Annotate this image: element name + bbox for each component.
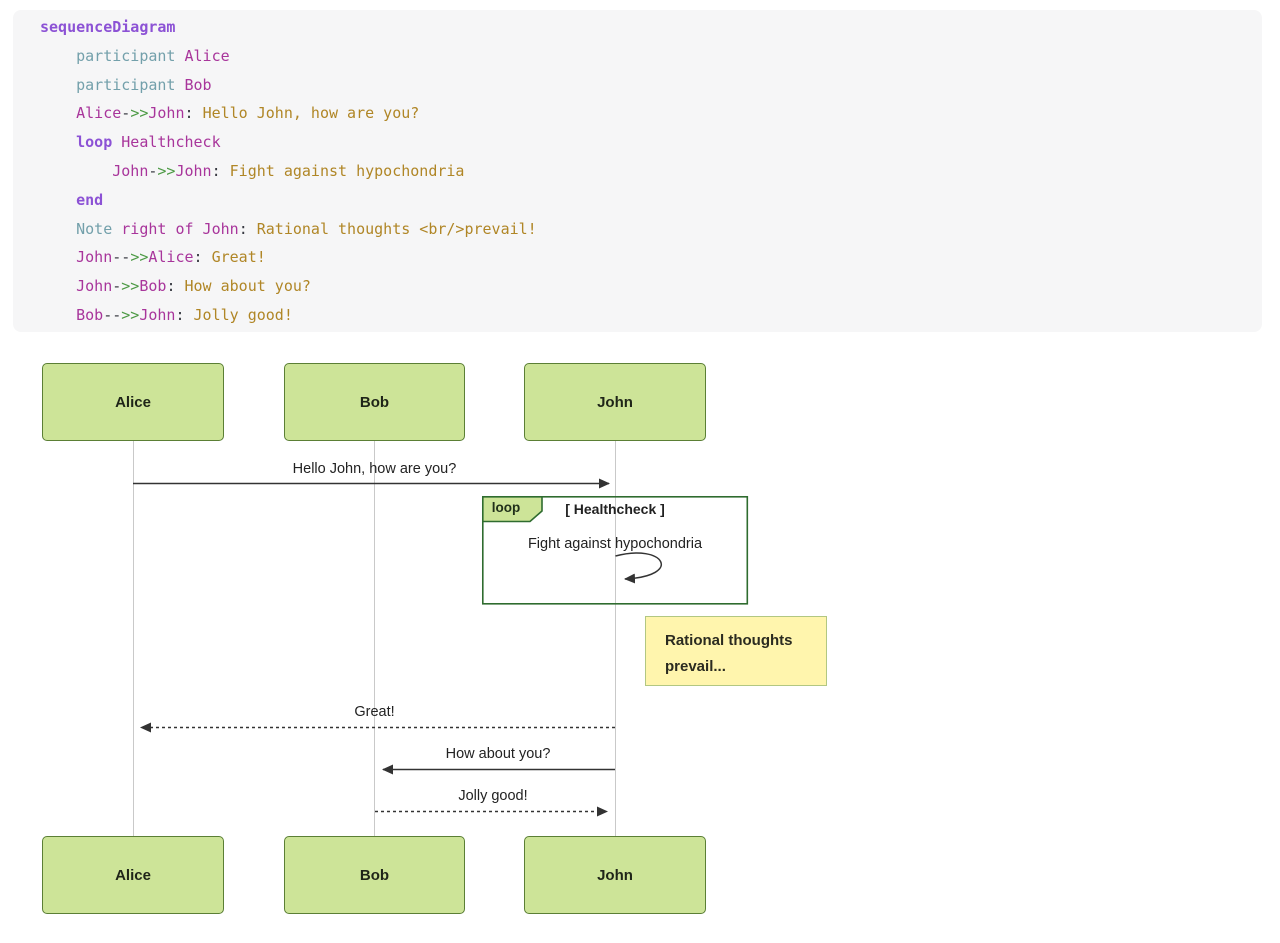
code-token: >> bbox=[130, 104, 149, 123]
code-line: John->>John: Fight against hypochondria bbox=[40, 157, 1242, 186]
actor-label-alice: Alice bbox=[115, 866, 151, 884]
code-token: end bbox=[76, 190, 104, 209]
code-line: Alice->>John: Hello John, how are you? bbox=[40, 99, 1242, 128]
actor-box-bob-bottom: Bob bbox=[284, 836, 465, 914]
code-token: : bbox=[166, 277, 185, 296]
loop-message: Fight against hypochondria bbox=[527, 536, 703, 552]
code-token: Bob bbox=[76, 305, 104, 324]
actor-box-bob-top: Bob bbox=[284, 363, 465, 441]
code-token: sequenceDiagram bbox=[40, 18, 176, 36]
actor-label-alice: Alice bbox=[115, 393, 151, 411]
code-token: Alice bbox=[148, 248, 194, 267]
code-token: participant bbox=[76, 75, 176, 94]
code-line: Note right of John: Rational thoughts <b… bbox=[40, 215, 1242, 244]
code-token: >> bbox=[121, 277, 140, 296]
actor-box-john-bottom: John bbox=[524, 836, 706, 914]
code-token: -- bbox=[112, 248, 131, 267]
code-token: Great! bbox=[211, 248, 266, 267]
code-token: >> bbox=[121, 305, 140, 324]
message-label-hello: Hello John, how are you? bbox=[292, 461, 457, 477]
code-token: - bbox=[121, 104, 131, 123]
code-token: loop bbox=[76, 133, 113, 152]
code-token: >> bbox=[157, 161, 176, 180]
code-token: : bbox=[238, 219, 257, 238]
code-line: participant Bob bbox=[40, 71, 1242, 100]
code-token: Hello John, how are you? bbox=[202, 104, 420, 123]
code-token: John bbox=[139, 305, 176, 324]
actor-label-john: John bbox=[597, 866, 633, 884]
code-line: Bob-->>John: Jolly good! bbox=[40, 301, 1242, 330]
code-line: end bbox=[40, 186, 1242, 215]
code-token: : bbox=[193, 248, 212, 267]
code-token: : bbox=[175, 305, 194, 324]
code-line: John-->>Alice: Great! bbox=[40, 243, 1242, 272]
loop-tab bbox=[481, 495, 543, 523]
note-text-line1: Rational thoughts bbox=[665, 632, 793, 649]
loop-badge: loop bbox=[491, 500, 521, 515]
code-token: John bbox=[175, 161, 212, 180]
actor-label-bob: Bob bbox=[359, 866, 390, 884]
code-token: participant bbox=[76, 46, 176, 65]
code-token: John bbox=[76, 277, 113, 296]
code-token: John bbox=[112, 161, 149, 180]
arrow-self-loop bbox=[615, 552, 662, 584]
note-box: Rational thoughts prevail... bbox=[645, 616, 827, 686]
code-token: - bbox=[148, 161, 158, 180]
message-label-great: Great! bbox=[354, 704, 395, 720]
actor-box-alice-bottom: Alice bbox=[42, 836, 224, 914]
code-lines: sequenceDiagram participant Alice partic… bbox=[40, 13, 1242, 330]
code-token: Jolly good! bbox=[193, 305, 293, 324]
actor-label-john: John bbox=[597, 393, 633, 411]
actor-box-alice-top: Alice bbox=[42, 363, 224, 441]
code-token: Note bbox=[76, 219, 113, 238]
code-token: How about you? bbox=[184, 277, 311, 296]
actor-box-john-top: John bbox=[524, 363, 706, 441]
message-label-how-about: How about you? bbox=[445, 746, 551, 762]
code-token: John bbox=[76, 248, 113, 267]
code-token: Healthcheck bbox=[121, 133, 221, 152]
code-line: loop Healthcheck bbox=[40, 128, 1242, 157]
code-block: sequenceDiagram participant Alice partic… bbox=[13, 10, 1262, 332]
code-token: : bbox=[211, 161, 230, 180]
code-token: - bbox=[112, 277, 122, 296]
code-token: -- bbox=[103, 305, 122, 324]
code-token: John bbox=[148, 104, 185, 123]
code-line: sequenceDiagram bbox=[40, 13, 1242, 42]
note-text-line2: prevail... bbox=[665, 658, 726, 675]
code-token: right of John bbox=[121, 219, 239, 238]
loop-frame bbox=[481, 495, 749, 605]
loop-title: [ Healthcheck ] bbox=[565, 501, 665, 517]
code-token: : bbox=[184, 104, 203, 123]
actor-label-bob: Bob bbox=[359, 393, 390, 411]
code-token: Alice bbox=[76, 104, 122, 123]
code-token: Fight against hypochondria bbox=[229, 161, 465, 180]
message-label-jolly: Jolly good! bbox=[458, 788, 528, 804]
code-token: Rational thoughts <br/>prevail! bbox=[256, 219, 537, 238]
code-line: John->>Bob: How about you? bbox=[40, 272, 1242, 301]
code-token: >> bbox=[130, 248, 149, 267]
code-line: participant Alice bbox=[40, 42, 1242, 71]
code-token: Bob bbox=[184, 75, 212, 94]
code-token: Alice bbox=[184, 46, 230, 65]
code-token: Bob bbox=[139, 277, 167, 296]
